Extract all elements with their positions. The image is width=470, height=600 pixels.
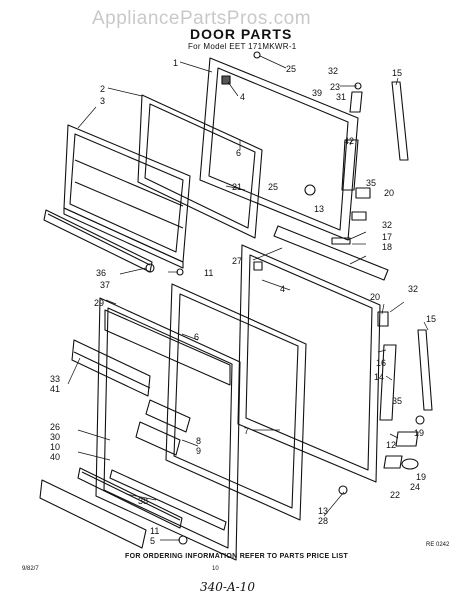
callout-33: 33 <box>50 374 60 384</box>
callout-22: 22 <box>390 490 400 500</box>
callout-40: 40 <box>50 452 60 462</box>
freezer-door-shelf-unit <box>63 124 191 269</box>
callout-26: 26 <box>50 422 60 432</box>
page-number: 10 <box>212 566 219 572</box>
model-subtitle: For Model EET 171MKWR-1 <box>188 42 297 51</box>
callout-37: 37 <box>100 280 110 290</box>
callout-41: 41 <box>50 384 60 394</box>
callout-8: 8 <box>196 436 201 446</box>
door-bottom-bin <box>39 467 183 549</box>
callout-7: 7 <box>244 426 249 436</box>
lower-door-trim-strip <box>417 329 433 411</box>
callout-25a: 25 <box>286 64 296 74</box>
callout-4a: 4 <box>240 92 245 102</box>
callout-1: 1 <box>173 58 178 68</box>
callout-labels: 1 25 4 32 23 31 39 15 2 3 42 6 21 25 35 … <box>50 58 436 546</box>
ordering-info-note: FOR ORDERING INFORMATION REFER TO PARTS … <box>125 553 349 560</box>
callout-leader-lines <box>67 55 429 541</box>
handwritten-note: 340-A-10 <box>200 580 255 594</box>
callout-39: 39 <box>312 88 322 98</box>
callout-3: 3 <box>100 96 105 106</box>
page-title: DOOR PARTS <box>190 26 293 42</box>
callout-18: 18 <box>382 242 392 252</box>
callout-11a: 11 <box>204 268 213 278</box>
callout-35b: 35 <box>392 396 402 406</box>
callout-36: 36 <box>96 268 106 278</box>
fresh-food-liner-frame <box>165 283 307 521</box>
callout-6a: 6 <box>236 148 241 158</box>
callout-17: 17 <box>382 232 392 242</box>
fresh-food-door-liner <box>95 297 241 561</box>
callout-5: 5 <box>150 536 155 546</box>
divider-strip <box>273 225 389 281</box>
callout-42: 42 <box>344 136 354 146</box>
callout-30: 30 <box>50 432 60 442</box>
callout-15b: 15 <box>426 314 436 324</box>
callout-13b: 13 <box>318 506 328 516</box>
callout-20b: 20 <box>370 292 380 302</box>
callout-6b: 6 <box>194 332 199 342</box>
diagram-code: RE 0242 <box>426 542 450 548</box>
callout-11b: 11 <box>150 526 159 536</box>
callout-15a: 15 <box>392 68 402 78</box>
upper-door-trim-strip <box>391 81 409 161</box>
callout-24: 24 <box>410 482 420 492</box>
callout-25b: 25 <box>268 182 278 192</box>
callout-2: 2 <box>100 84 105 94</box>
callout-10: 10 <box>50 442 60 452</box>
callout-12: 12 <box>386 440 396 450</box>
callout-35a: 35 <box>366 178 376 188</box>
callout-13a: 13 <box>314 204 324 214</box>
freezer-door-liner <box>137 94 263 239</box>
lower-hinge-parts <box>145 263 425 545</box>
callout-27: 27 <box>232 256 242 266</box>
fresh-food-door-gasket <box>237 244 381 483</box>
callout-19a: 19 <box>414 428 424 438</box>
callout-20a: 20 <box>384 188 394 198</box>
door-shelf-upper <box>71 339 151 397</box>
print-code: 9/82/7 <box>22 566 39 572</box>
callout-31: 31 <box>336 92 346 102</box>
callout-21: 21 <box>232 182 242 192</box>
callout-32a: 32 <box>328 66 338 76</box>
callout-16: 16 <box>376 358 386 368</box>
watermark-text: AppliancePartsPros.com <box>92 8 312 29</box>
callout-29: 29 <box>94 298 104 308</box>
callout-19b: 19 <box>416 472 426 482</box>
callout-14: 14 <box>374 372 384 382</box>
callout-23: 23 <box>330 82 340 92</box>
callout-9: 9 <box>196 446 201 456</box>
callout-32b: 32 <box>382 220 392 230</box>
upper-hinge-parts <box>253 51 371 221</box>
callout-28: 28 <box>318 516 328 526</box>
callout-38: 38 <box>138 496 148 506</box>
callout-4b: 4 <box>280 284 285 294</box>
callout-32c: 32 <box>408 284 418 294</box>
